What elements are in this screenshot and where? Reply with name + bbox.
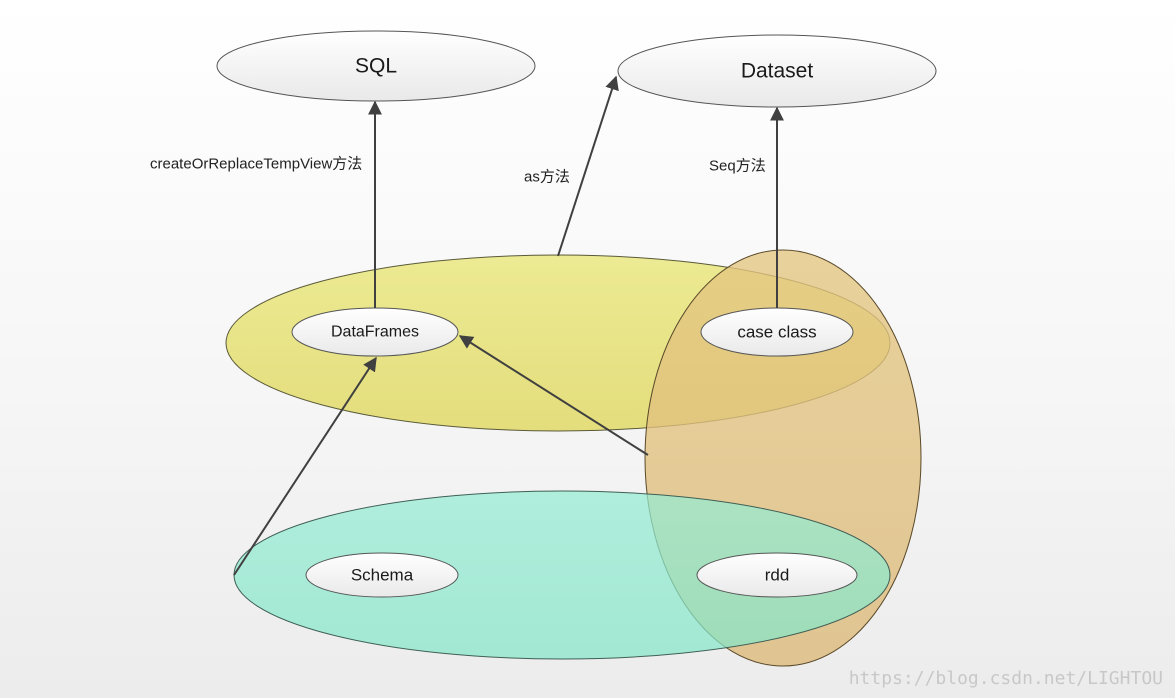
rdd-label: rdd bbox=[765, 566, 790, 585]
case-class-label: case class bbox=[737, 323, 816, 342]
watermark: https://blog.csdn.net/LIGHTOU bbox=[849, 668, 1163, 689]
as-method-label: as方法 bbox=[524, 169, 570, 186]
dataframes-node: DataFrames bbox=[291, 307, 459, 357]
schema-node: Schema bbox=[305, 552, 459, 598]
schema-label: Schema bbox=[351, 566, 414, 585]
dataframes-label: DataFrames bbox=[331, 324, 419, 341]
rdd-node: rdd bbox=[696, 552, 858, 598]
dataset-label: Dataset bbox=[741, 60, 814, 83]
schema-to-dataframes-arrow bbox=[233, 356, 377, 576]
dataset-node: Dataset bbox=[617, 34, 937, 108]
sql-node: SQL bbox=[216, 30, 536, 102]
case-class-node: case class bbox=[700, 307, 854, 357]
create-temp-view-label: createOrReplaceTempView方法 bbox=[150, 156, 362, 173]
seq-method-label: Seq方法 bbox=[709, 158, 766, 175]
sql-label: SQL bbox=[355, 55, 397, 78]
dataframes-to-dataset-arrow bbox=[557, 75, 619, 257]
rdd-to-dataframes-arrow bbox=[458, 335, 649, 456]
